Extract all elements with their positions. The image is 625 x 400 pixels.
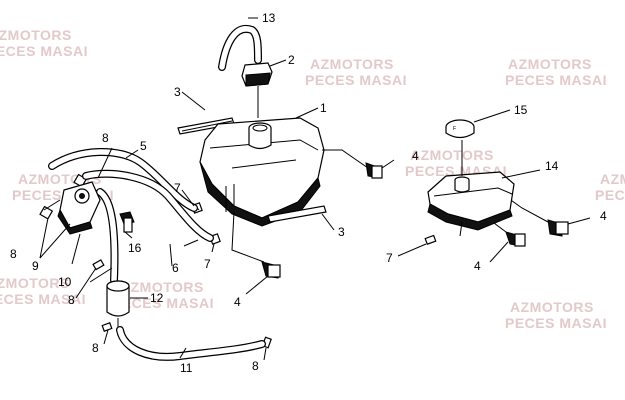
svg-text:PECES MASAI: PECES MASAI — [505, 72, 607, 88]
watermark-lower-right: AZMOTORS PECES MASAI — [505, 299, 607, 331]
clamp-pump-left — [39, 205, 54, 220]
reservoir-cap: F — [445, 119, 475, 139]
callout-4-reservoir: 4 — [474, 259, 481, 273]
fuel-tank — [199, 117, 325, 227]
watermark-top-right: AZMOTORS PECES MASAI — [505, 56, 607, 88]
callout-8-top: 8 — [102, 131, 109, 145]
svg-text:PECES MASAI: PECES MASAI — [595, 187, 625, 203]
callout-10: 10 — [58, 275, 72, 289]
bolt-upper-tank — [322, 149, 383, 179]
svg-text:PECES MASAI: PECES MASAI — [112, 295, 214, 311]
callout-14: 14 — [545, 159, 559, 173]
callout-8-hose-end: 8 — [252, 359, 259, 373]
clamp-reservoir — [424, 234, 437, 245]
callout-1: 1 — [320, 101, 327, 115]
rubber-strip-lower — [267, 205, 327, 223]
svg-text:PECES MASAI: PECES MASAI — [305, 72, 407, 88]
leader-lines — [39, 17, 591, 361]
bolt-reservoir-right — [507, 197, 569, 237]
fuel-hose-11 — [116, 326, 266, 361]
watermark-bottom-left: AZMOTORS PECES MASAI — [0, 275, 86, 307]
watermark-lower-center: AZMOTORS PECES MASAI — [112, 279, 214, 311]
callout-16: 16 — [128, 241, 142, 255]
svg-text:AZMOTORS: AZMOTORS — [0, 275, 70, 291]
callout-13: 13 — [262, 11, 276, 25]
clamp-line-mid — [92, 259, 105, 271]
callout-11: 11 — [180, 361, 193, 375]
callout-8-left: 8 — [10, 247, 17, 261]
fuel-hose-5 — [48, 148, 198, 212]
cap-marking: F — [453, 126, 456, 132]
callout-4-right: 4 — [600, 209, 607, 223]
svg-text:AZMOTORS: AZMOTORS — [0, 27, 72, 43]
callout-8-mid: 8 — [68, 293, 75, 307]
callout-15: 15 — [514, 103, 528, 117]
callout-6: 6 — [172, 261, 179, 275]
tank-cap — [241, 62, 273, 118]
watermark-top-center: AZMOTORS PECES MASAI — [305, 56, 407, 88]
svg-text:PECES MASAI: PECES MASAI — [0, 43, 88, 59]
bolt-lower-tank — [231, 211, 281, 279]
callout-4-lower: 4 — [234, 295, 241, 309]
watermark-mid-right: AZMOTORS PECES MASAI — [595, 171, 625, 203]
callout-3-upper: 3 — [174, 85, 181, 99]
bolt-16 — [119, 211, 135, 233]
callout-labels: 13 2 3 1 15 8 5 4 14 7 8 16 3 4 9 7 7 6 … — [10, 11, 607, 375]
callout-9: 9 — [32, 259, 39, 273]
callout-7-reservoir: 7 — [386, 251, 393, 265]
reservoir-tank — [427, 140, 515, 237]
svg-text:AZMOTORS: AZMOTORS — [508, 56, 592, 72]
watermark-top-left: AZMOTORS PECES MASAI — [0, 27, 88, 59]
svg-text:AZMOTORS: AZMOTORS — [310, 56, 394, 72]
fuel-hose-10 — [96, 188, 119, 284]
callout-3-lower: 3 — [338, 225, 345, 239]
bolt-reservoir-lower — [489, 219, 526, 247]
callout-7-tank: 7 — [174, 181, 181, 195]
svg-text:AZMOTORS: AZMOTORS — [600, 171, 625, 187]
callout-5: 5 — [140, 139, 147, 153]
clamp-filter-lower — [101, 322, 113, 332]
fuel-filter — [106, 280, 130, 330]
callout-7-lower: 7 — [204, 257, 211, 271]
breather-hose — [218, 24, 262, 71]
callout-8-bottom: 8 — [92, 341, 99, 355]
svg-text:PECES MASAI: PECES MASAI — [0, 291, 86, 307]
svg-text:AZMOTORS: AZMOTORS — [410, 147, 494, 163]
fuel-hose-6 — [82, 169, 214, 242]
callout-12: 12 — [150, 291, 164, 305]
svg-text:AZMOTORS: AZMOTORS — [120, 279, 204, 295]
callout-4-upper: 4 — [412, 149, 419, 163]
callout-2: 2 — [288, 53, 295, 67]
svg-text:PECES MASAI: PECES MASAI — [505, 315, 607, 331]
svg-text:AZMOTORS: AZMOTORS — [510, 299, 594, 315]
